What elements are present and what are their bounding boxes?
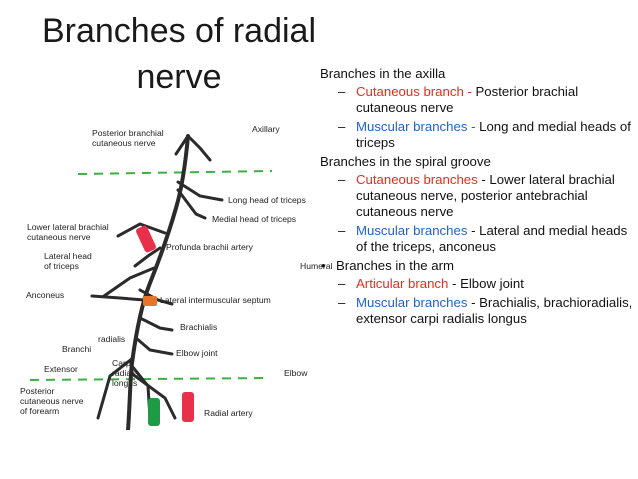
green-muscle-mark [148,398,160,426]
radial-artery-mark [182,392,194,422]
heading-arm: Branches in the arm [320,258,636,274]
axilla-item-1-text: Posterior brachial cutaneous nerve [356,84,579,115]
spiral-item-2: Muscular branches - Lateral and medial h… [320,223,636,255]
label-extensor: Extensor [44,364,78,374]
label-elbow-joint: Elbow joint [176,348,218,358]
axilla-item-2-text: Long and medial heads of triceps [356,119,631,150]
elbow-boundary-line [29,377,271,381]
label-medial-head: Medial head of triceps [212,214,297,224]
septum-mark [143,296,157,306]
label-elbow: Elbow [284,368,308,378]
branches-list: Branches in the axilla Cutaneous branch … [320,66,636,330]
label-anconeus: Anconeus [26,290,65,300]
label-humeral: Humeral [300,261,333,271]
label-branchi: Branchi [62,344,92,354]
arm-item-2-label: Muscular branches [356,295,468,310]
label-radialis: radialis [98,334,126,344]
spiral-item-1-label: Cutaneous branches [356,172,478,187]
label-brachialis: Brachialis [180,322,218,332]
axilla-boundary-line [77,170,273,175]
axilla-item-2-label: Muscular branches - [356,119,476,134]
axilla-item-1-label: Cutaneous branch - [356,84,472,99]
spiral-item-1-text: - Lower lateral brachial cutaneous nerve… [356,172,615,219]
heading-axilla: Branches in the axilla [320,66,446,81]
nerve-illustration [29,134,273,432]
slide-title: Branches of radial nerve [41,12,317,96]
axilla-item-1: Cutaneous branch - Posterior brachial cu… [320,84,636,116]
spiral-item-1: Cutaneous branches - Lower lateral brach… [320,172,636,220]
heading-spiral: Branches in the spiral groove [320,154,491,169]
label-axillary: Axillary [252,124,280,134]
spiral-item-2-label: Muscular branches [356,223,468,238]
arm-item-2: Muscular branches - Brachialis, brachior… [320,295,636,327]
spiral-item-2-text: - Lateral and medial heads of the tricep… [356,223,628,254]
arm-item-1-label: Articular branch [356,276,449,291]
arm-item-1: Articular branch - Elbow joint [320,276,636,292]
label-radial-artery: Radial artery [204,408,253,418]
label-lat-septum: Lateral intermuscular septum [160,295,271,305]
profunda-artery-mark [136,225,156,253]
label-profunda: Profunda brachii artery [166,242,253,252]
arm-item-1-text: - Elbow joint [448,276,524,291]
arm-item-2-text: - Brachialis, brachioradialis, extensor … [356,295,633,326]
label-long-head: Long head of triceps [228,195,306,205]
axilla-item-2: Muscular branches - Long and medial head… [320,119,636,151]
